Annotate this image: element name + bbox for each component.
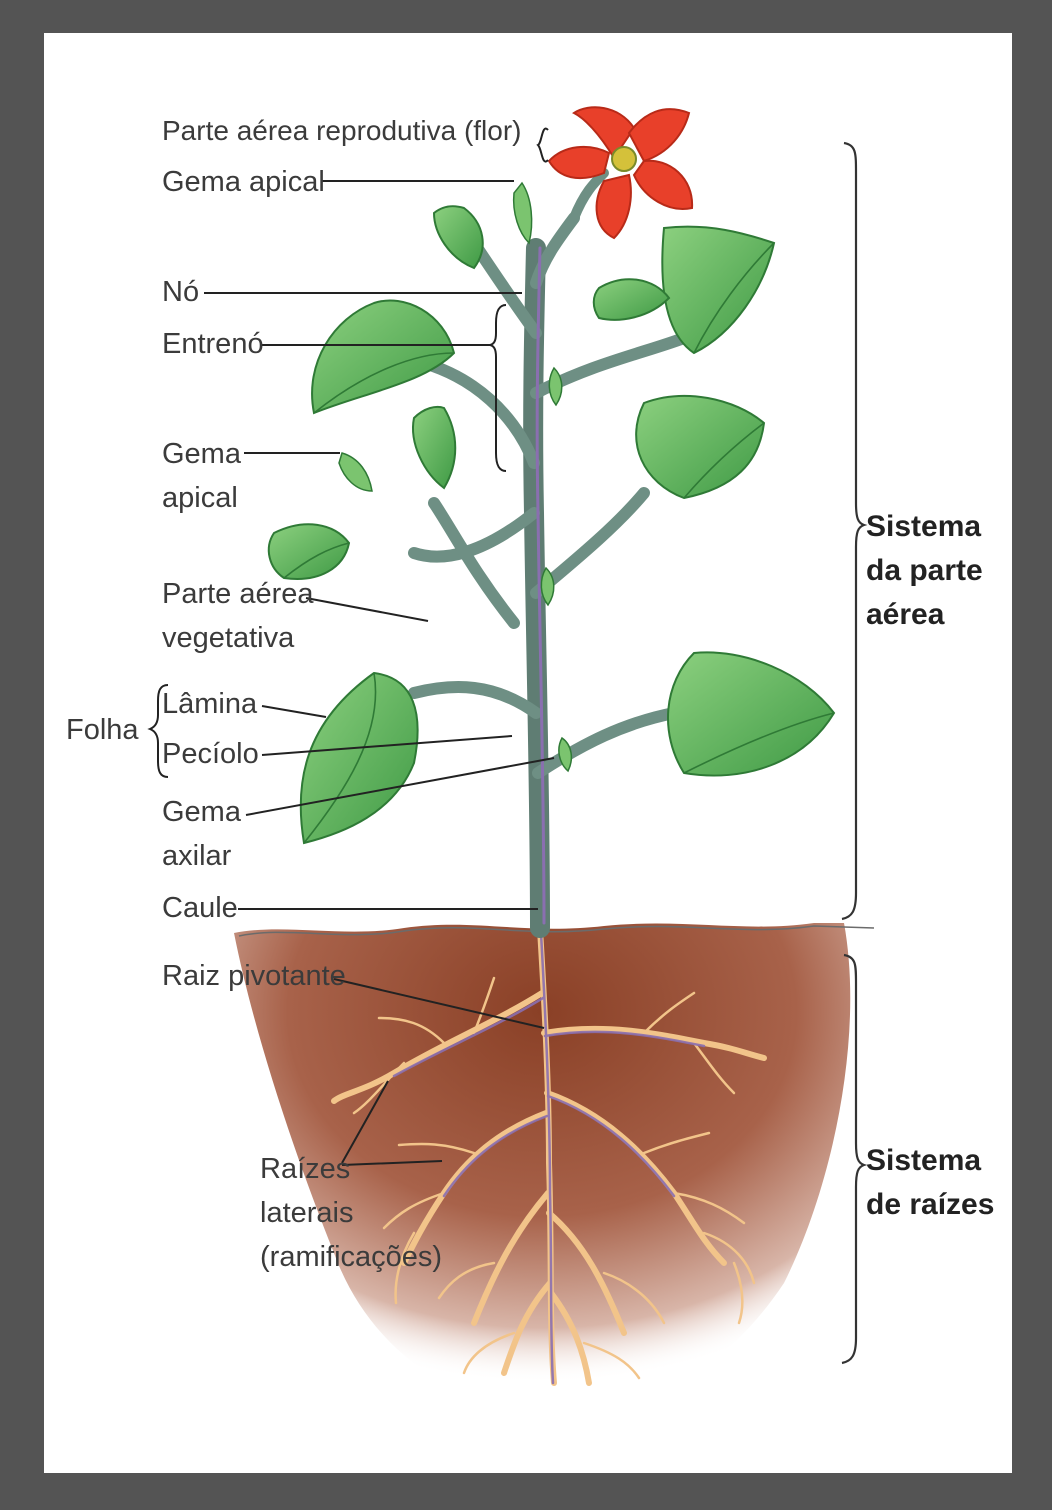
shoot-system-brace xyxy=(842,143,864,919)
label-lateral-roots-line3: (ramificações) xyxy=(260,1241,442,1273)
label-apical-bud-side-line2: apical xyxy=(162,482,238,514)
label-node: Nó xyxy=(162,276,199,308)
plant-anatomy-diagram: Parte aérea reprodutiva (flor) Gema apic… xyxy=(44,33,1012,1473)
shoot-system-label-line1: Sistema xyxy=(866,510,981,543)
flower-illustration xyxy=(549,107,692,238)
label-stem: Caule xyxy=(162,892,238,924)
label-taproot: Raiz pivotante xyxy=(162,960,346,992)
label-vegetative-shoot-line2: vegetativa xyxy=(162,622,295,654)
shoot-system-label-line3: aérea xyxy=(866,598,945,631)
label-lateral-roots-line1: Raízes xyxy=(260,1153,350,1185)
diagram-frame: Parte aérea reprodutiva (flor) Gema apic… xyxy=(44,33,1012,1473)
label-lateral-roots-line2: laterais xyxy=(260,1197,354,1229)
leaves-illustration xyxy=(269,183,834,843)
label-flower: Parte aérea reprodutiva (flor) xyxy=(162,115,522,146)
label-leaf: Folha xyxy=(66,714,139,746)
label-vegetative-shoot-line1: Parte aérea xyxy=(162,578,314,610)
label-apical-bud-top: Gema apical xyxy=(162,166,325,198)
root-system-label-line2: de raízes xyxy=(866,1188,994,1221)
label-internode: Entrenó xyxy=(162,328,264,360)
label-apical-bud-side-line1: Gema xyxy=(162,438,242,470)
label-petiole: Pecíolo xyxy=(162,738,259,770)
shoot-system-label-line2: da parte xyxy=(866,554,983,587)
label-blade: Lâmina xyxy=(162,688,258,720)
label-axillary-bud-line1: Gema xyxy=(162,796,242,828)
root-system-label-line1: Sistema xyxy=(866,1144,981,1177)
label-axillary-bud-line2: axilar xyxy=(162,840,232,872)
